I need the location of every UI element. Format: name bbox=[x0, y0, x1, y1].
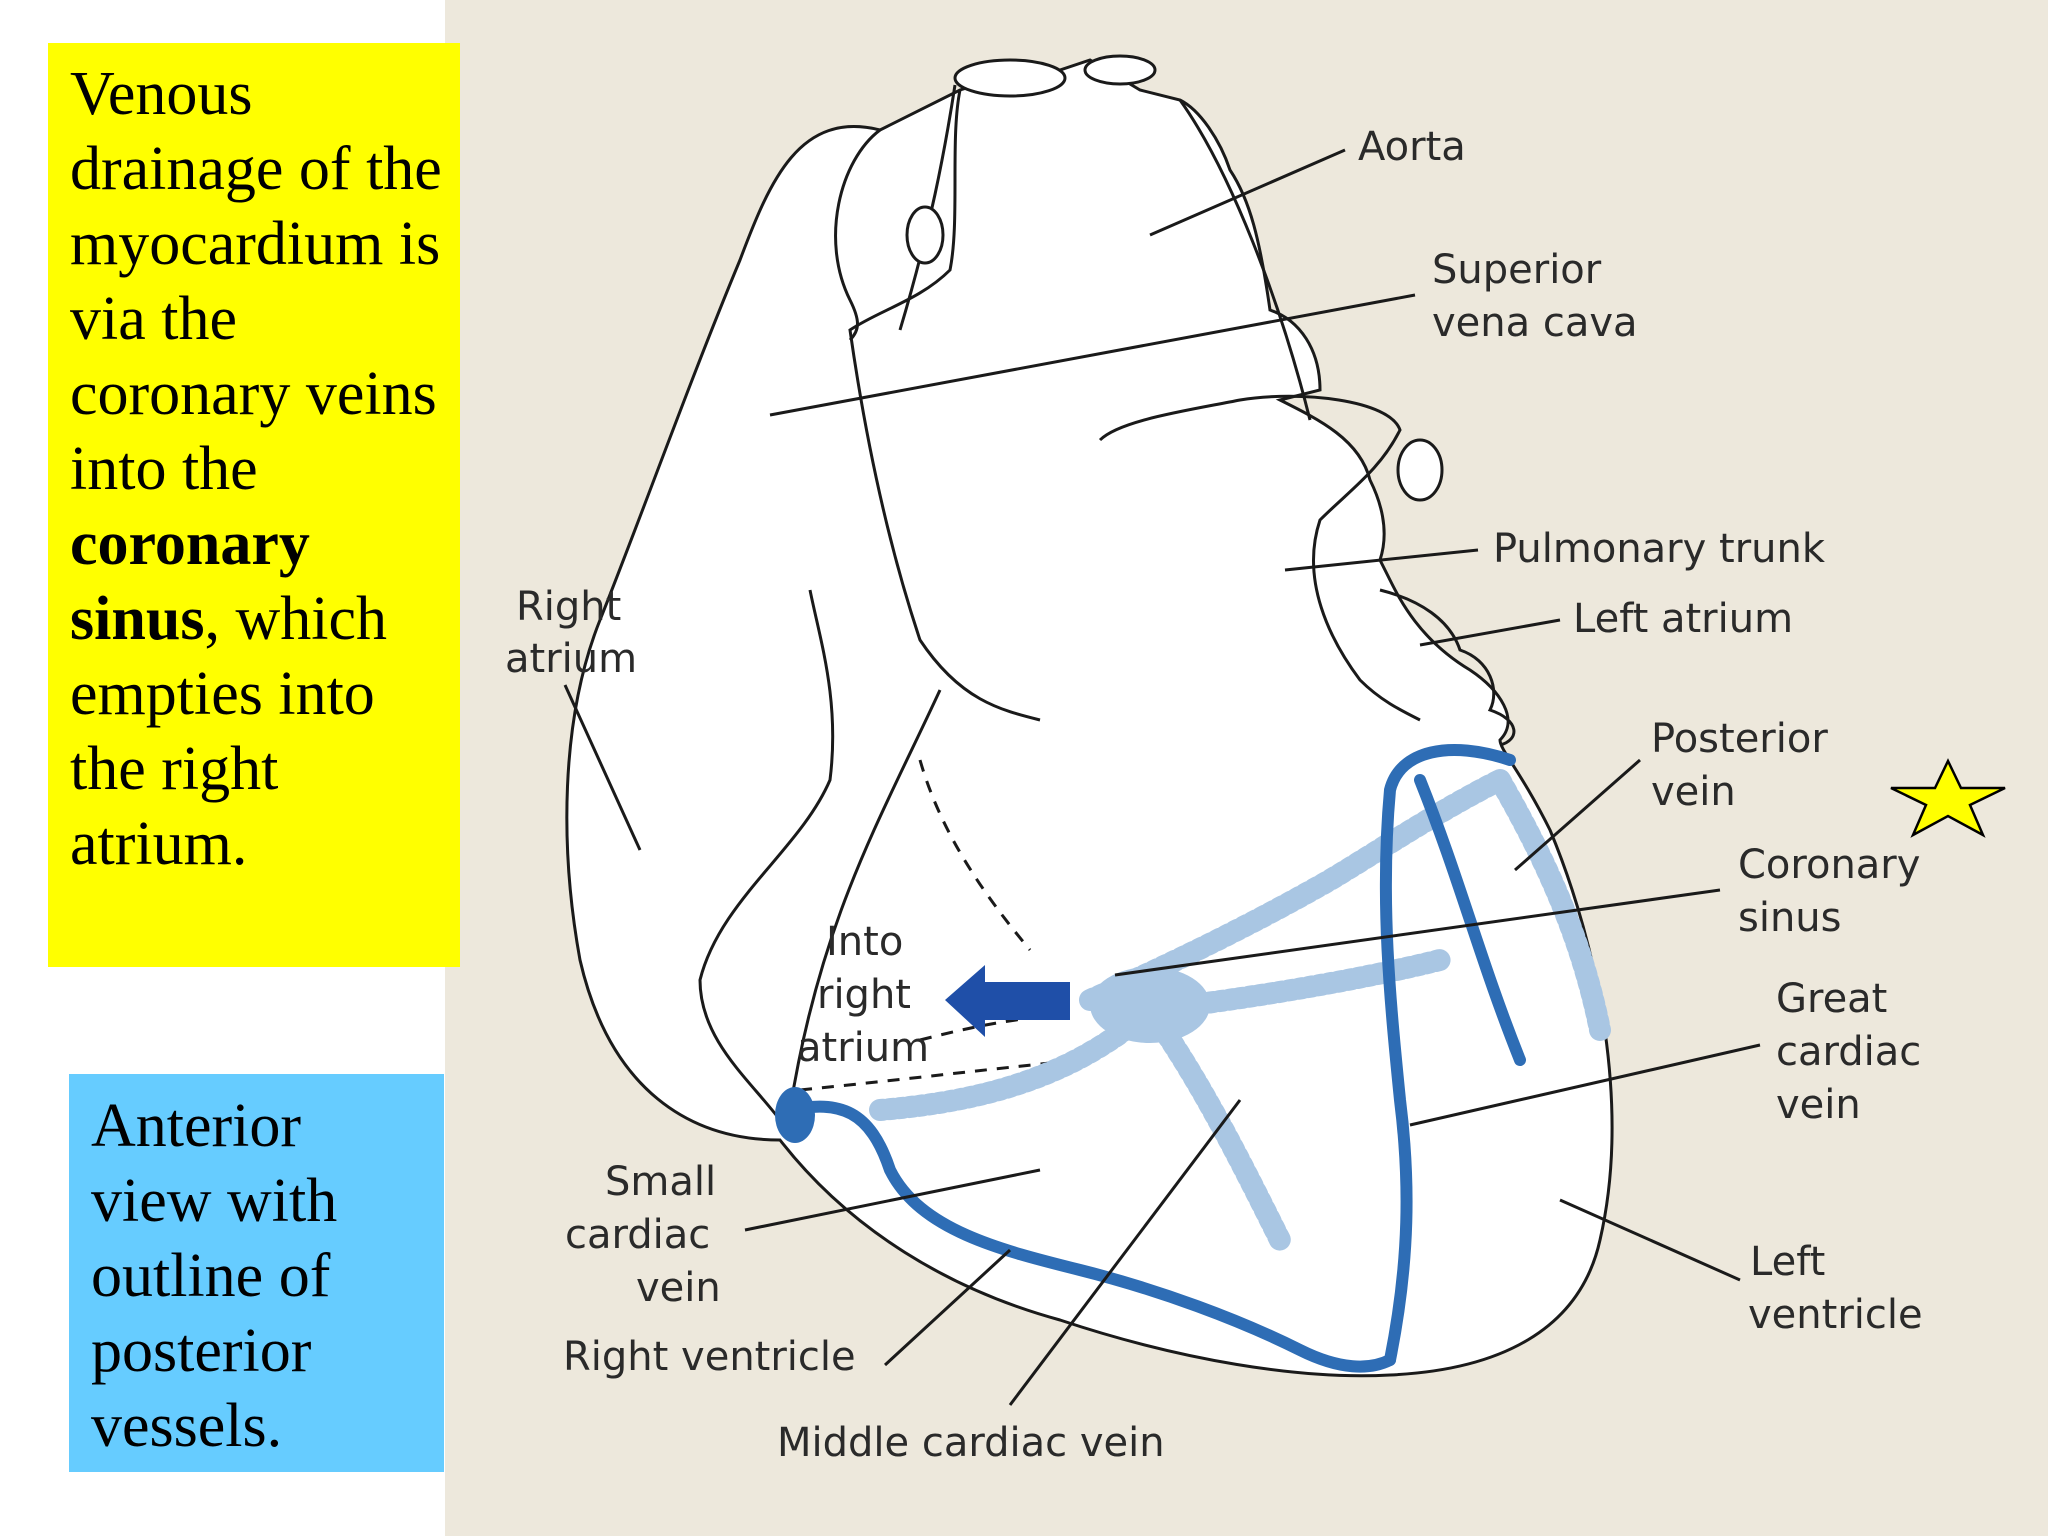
venous-drainage-text-box: Venous drainage of the myocardium is via… bbox=[48, 43, 460, 967]
label-great-cardiac-vein-2: cardiac bbox=[1776, 1029, 1921, 1075]
label-svc-2: vena cava bbox=[1432, 300, 1638, 346]
label-great-cardiac-vein-3: vein bbox=[1776, 1082, 1861, 1128]
aorta-top bbox=[1083, 54, 1157, 86]
label-right-atrium-1: Right bbox=[516, 584, 621, 630]
pulmonary-branch bbox=[1396, 438, 1444, 502]
venous-drainage-text-part1: Venous drainage of the myocardium is via… bbox=[70, 60, 442, 503]
anterior-view-text-box: Anterior view with outline of posterior … bbox=[69, 1074, 444, 1472]
label-great-cardiac-vein-1: Great bbox=[1776, 976, 1887, 1022]
label-svc-1: Superior bbox=[1432, 247, 1602, 293]
coronary-sinus-bold: coronary sinus bbox=[70, 510, 310, 653]
label-small-cardiac-vein-3: vein bbox=[636, 1265, 721, 1311]
label-middle-cardiac-vein: Middle cardiac vein bbox=[777, 1420, 1165, 1466]
label-small-cardiac-vein-1: Small bbox=[605, 1159, 716, 1205]
label-left-ventricle-2: ventricle bbox=[1748, 1292, 1923, 1338]
label-into-right-atrium-3: atrium bbox=[797, 1025, 929, 1071]
svc-body bbox=[834, 128, 881, 342]
small-vein-ring bbox=[775, 1087, 815, 1143]
coronary-sinus-blob bbox=[1090, 967, 1210, 1043]
great-cardiac-vein bbox=[1379, 744, 1526, 1366]
label-small-cardiac-vein-2: cardiac bbox=[565, 1212, 710, 1258]
pulmonary-trunk-outline bbox=[1098, 394, 1421, 722]
label-left-atrium: Left atrium bbox=[1573, 596, 1793, 642]
arrow-icon bbox=[945, 965, 1070, 1037]
label-into-right-atrium-2: right bbox=[817, 972, 911, 1018]
aorta-outline bbox=[848, 89, 1041, 722]
right-atrium-inner bbox=[698, 589, 835, 1121]
label-pulmonary-trunk: Pulmonary trunk bbox=[1493, 526, 1826, 572]
label-aorta: Aorta bbox=[1358, 124, 1466, 170]
star-icon bbox=[1890, 758, 2006, 838]
leader-lines bbox=[563, 148, 1761, 1406]
anterior-view-text: Anterior view with outline of posterior … bbox=[91, 1092, 338, 1460]
label-right-atrium-2: atrium bbox=[505, 636, 637, 682]
label-into-right-atrium-1: Into bbox=[826, 919, 903, 965]
great-vessel-top bbox=[953, 58, 1067, 98]
label-coronary-sinus-1: Coronary bbox=[1738, 842, 1920, 888]
posterior-vessels bbox=[869, 769, 1611, 1251]
label-posterior-vein-1: Posterior bbox=[1651, 716, 1828, 762]
label-right-ventricle: Right ventricle bbox=[563, 1334, 856, 1380]
label-posterior-vein-2: vein bbox=[1651, 769, 1736, 815]
left-atrium-outline bbox=[1379, 588, 1516, 747]
aorta-body bbox=[898, 84, 1312, 421]
septum-line bbox=[788, 689, 942, 1111]
small-cardiac-vein bbox=[784, 1100, 1396, 1373]
svc-branch bbox=[905, 205, 945, 265]
venous-drainage-text-part2: , which empties into the right atrium. bbox=[70, 585, 387, 878]
label-left-ventricle-1: Left bbox=[1750, 1239, 1825, 1285]
label-coronary-sinus-2: sinus bbox=[1738, 895, 1842, 941]
